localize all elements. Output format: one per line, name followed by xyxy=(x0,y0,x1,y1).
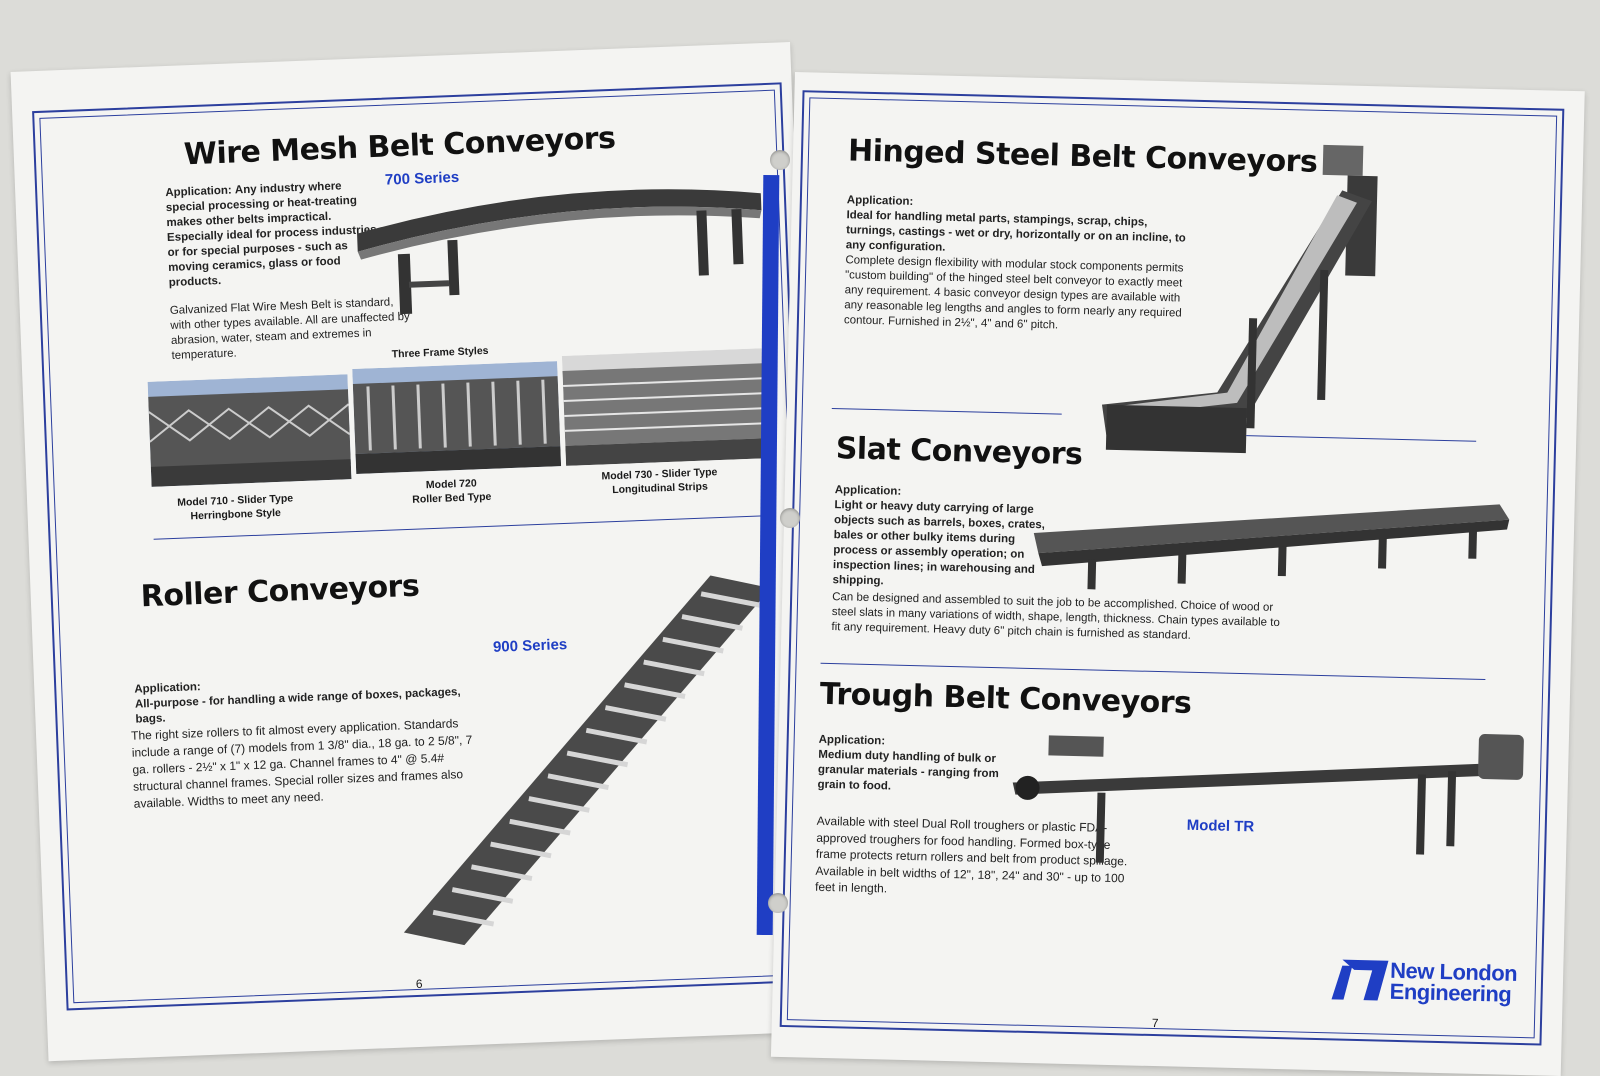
trough-app-text: Medium duty handling of bulk or granular… xyxy=(817,748,999,793)
roller-conveyor-photo xyxy=(403,575,771,946)
right-page: Hinged Steel Belt Conveyors Application:… xyxy=(770,72,1585,1076)
model-720-line2: Roller Bed Type xyxy=(412,490,492,506)
trough-conveyor-photo xyxy=(1012,734,1524,863)
company-logo: New London Engineering xyxy=(1327,955,1517,1008)
binding-hole-middle xyxy=(780,508,800,528)
model-720-caption: Model 720 Roller Bed Type xyxy=(411,476,492,507)
model-730-photo xyxy=(561,348,766,466)
model-730-caption: Model 730 - Slider Type Longitudinal Str… xyxy=(601,465,718,497)
right-page-number: 7 xyxy=(1151,1016,1159,1031)
left-page-number: 6 xyxy=(415,976,423,992)
model-710-caption: Model 710 - Slider Type Herringbone Styl… xyxy=(177,491,294,523)
model-720-line1: Model 720 xyxy=(425,477,477,492)
left-page: Wire Mesh Belt Conveyors 700 Series Appl… xyxy=(10,42,829,1062)
slat-conveyor-photo xyxy=(1033,504,1510,590)
model-710-line2: Herringbone Style xyxy=(190,506,282,523)
company-name-line2: Engineering xyxy=(1389,978,1512,1007)
company-logo-text: New London Engineering xyxy=(1389,958,1517,1007)
slat-application: Application: Light or heavy duty carryin… xyxy=(832,483,1050,593)
binding-hole-bottom xyxy=(768,893,788,913)
slat-app-text: Light or heavy duty carrying of large ob… xyxy=(832,499,1046,588)
company-logo-mark-icon xyxy=(1331,959,1389,1001)
hinged-conveyor-photo xyxy=(1101,144,1378,454)
model-710-photo xyxy=(147,374,352,487)
trough-application: Application: Medium duty handling of bul… xyxy=(817,733,1018,798)
wire-mesh-app-label: Application: xyxy=(165,184,232,200)
binding-hole-top xyxy=(770,150,790,170)
model-730-line2: Longitudinal Strips xyxy=(611,480,709,497)
slat-title: Slat Conveyors xyxy=(835,431,1083,473)
model-720-photo xyxy=(352,361,562,474)
wire-mesh-conveyor-photo xyxy=(357,189,762,315)
